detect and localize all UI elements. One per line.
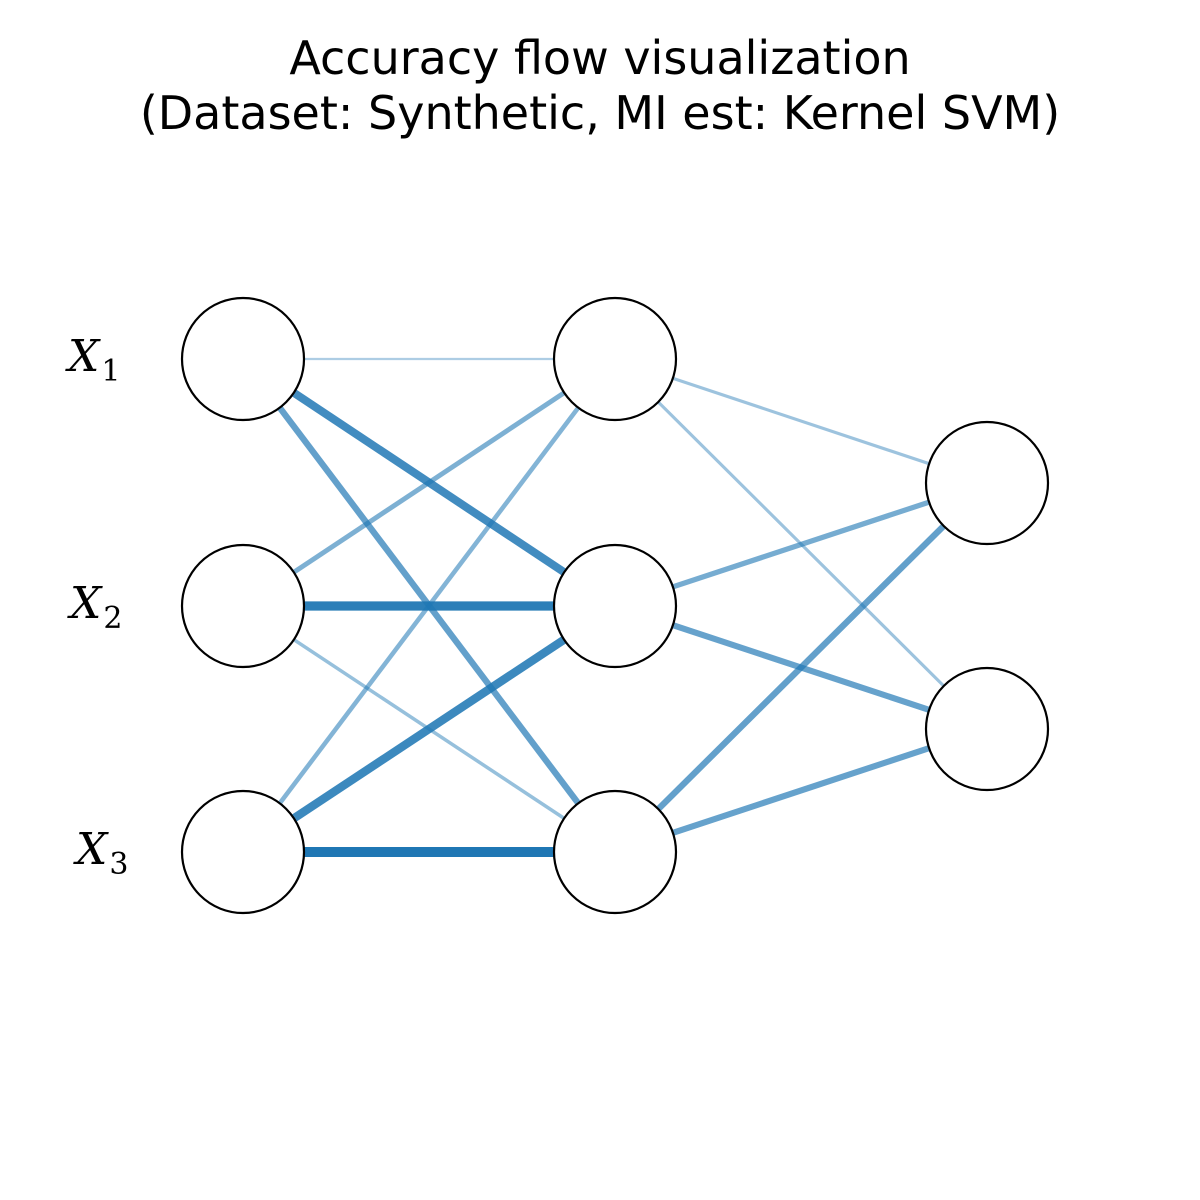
input-node-1 (180, 296, 306, 422)
output-node-1 (924, 420, 1050, 546)
edge-L0N2-L1N1 (240, 602, 618, 856)
edge-L1N2-L2N0 (612, 480, 990, 855)
edge-L1N1-L2N0 (614, 480, 988, 609)
input-node-3 (180, 789, 306, 915)
input-label-3-subscript: 3 (109, 847, 128, 882)
input-label-1-subscript: 1 (101, 354, 120, 389)
hidden-node-3 (552, 789, 678, 915)
edge-L1N0-L2N0 (614, 357, 988, 485)
input-label-1-base: X (65, 331, 101, 382)
input-label-2: X2 (67, 578, 122, 636)
edge-L1N2-L2N1 (614, 726, 988, 855)
edge-L0N2-L1N0 (241, 357, 617, 854)
output-node-2 (924, 666, 1050, 792)
hidden-node-2 (552, 543, 678, 669)
input-label-1: X1 (65, 331, 120, 389)
input-label-3-base: X (73, 824, 109, 875)
input-label-2-subscript: 2 (103, 601, 122, 636)
nodes-layer (180, 296, 1050, 915)
input-label-2-base: X (67, 578, 103, 629)
input-label-3: X3 (73, 824, 128, 882)
input-node-2 (180, 543, 306, 669)
figure-title-line-2: (Dataset: Synthetic, MI est: Kernel SVM) (139, 86, 1061, 140)
hidden-node-1 (552, 296, 678, 422)
edge-L0N1-L1N0 (241, 356, 617, 609)
figure-title-line-1: Accuracy flow visualization (289, 31, 911, 85)
